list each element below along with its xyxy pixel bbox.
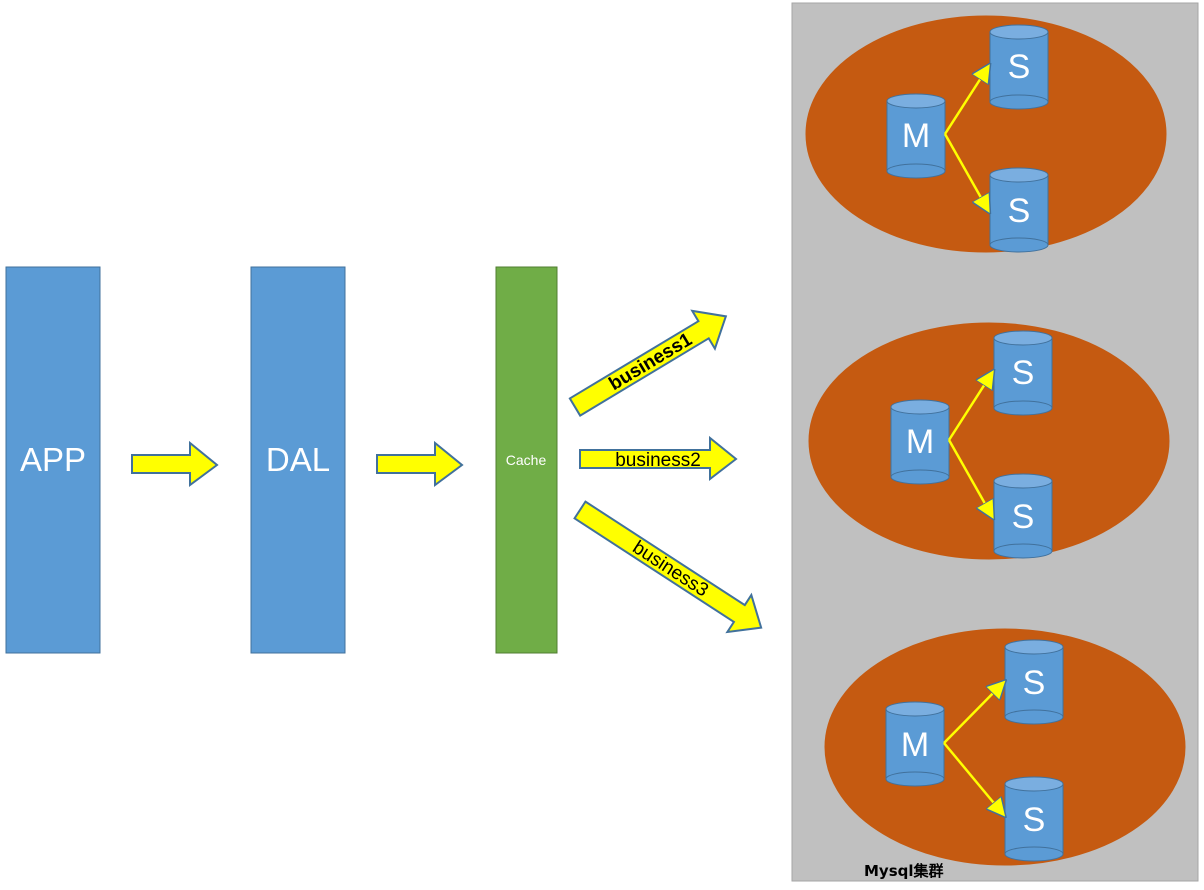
db-group-ellipse bbox=[808, 322, 1170, 560]
replication-arrow bbox=[943, 742, 1003, 814]
slave-db-2b: S bbox=[993, 473, 1053, 559]
db-group-ellipse bbox=[824, 628, 1186, 866]
business1-label: business1 bbox=[605, 329, 696, 395]
slave-db-1a: S bbox=[989, 24, 1049, 110]
slave-label: S bbox=[1008, 192, 1031, 230]
business1-arrow: business1 bbox=[568, 309, 728, 417]
business2-label: business2 bbox=[615, 450, 701, 471]
slave-db-1b: S bbox=[989, 167, 1049, 253]
dal-label: DAL bbox=[266, 441, 330, 478]
app-box: APP bbox=[5, 266, 101, 654]
master-db-3: M bbox=[885, 701, 945, 787]
master-db-1: M bbox=[886, 93, 946, 179]
cache-box: Cache bbox=[495, 266, 558, 654]
mysql-cluster-label: Mysql集群 bbox=[864, 862, 944, 880]
app-to-dal-arrow bbox=[131, 440, 219, 487]
app-label: APP bbox=[20, 441, 86, 478]
slave-db-3b: S bbox=[1004, 776, 1064, 862]
replication-arrow bbox=[947, 373, 992, 441]
slave-label: S bbox=[1012, 354, 1035, 392]
slave-label: S bbox=[1023, 664, 1046, 702]
master-label: M bbox=[901, 726, 929, 764]
slave-label: S bbox=[1023, 801, 1046, 839]
db-group-1: M S S bbox=[805, 15, 1167, 253]
db-group-3: M S S bbox=[824, 628, 1186, 866]
replication-arrow bbox=[943, 67, 988, 135]
db-group-ellipse bbox=[805, 15, 1167, 253]
slave-db-2a: S bbox=[993, 330, 1053, 416]
master-label: M bbox=[906, 423, 934, 461]
slave-label: S bbox=[1008, 48, 1031, 86]
business3-arrow: business3 bbox=[573, 500, 763, 634]
master-label: M bbox=[902, 117, 930, 155]
master-db-2: M bbox=[890, 399, 950, 485]
replication-arrow bbox=[943, 683, 1003, 744]
replication-arrow bbox=[943, 133, 988, 210]
cache-label: Cache bbox=[506, 452, 547, 468]
dal-box: DAL bbox=[250, 266, 346, 654]
dal-to-cache-arrow bbox=[376, 440, 464, 487]
replication-arrow bbox=[947, 439, 992, 516]
slave-label: S bbox=[1012, 498, 1035, 536]
slave-db-3a: S bbox=[1004, 639, 1064, 725]
db-group-2: M S S bbox=[808, 322, 1170, 560]
business3-label: business3 bbox=[629, 537, 712, 601]
business2-arrow: business2 bbox=[579, 435, 738, 482]
